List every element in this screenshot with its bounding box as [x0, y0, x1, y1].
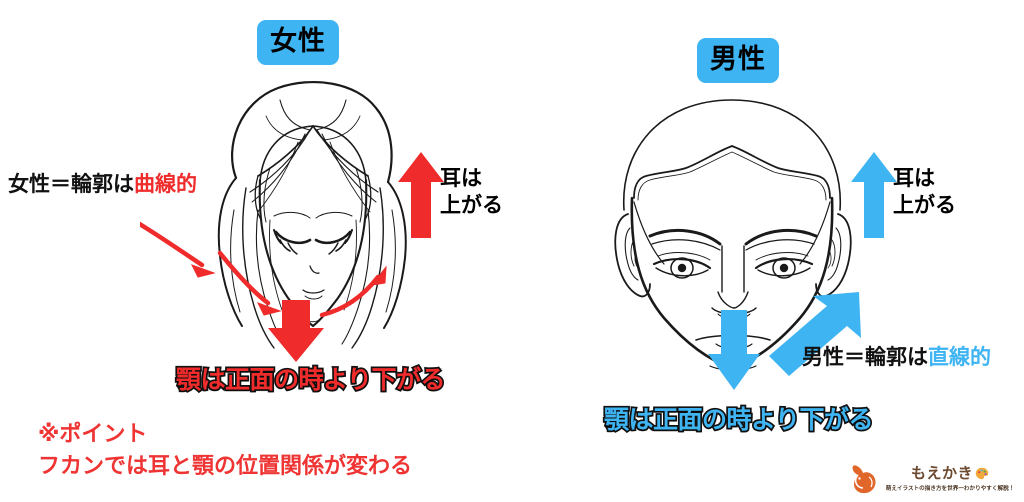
point-note: ※ポイント フカンでは耳と顎の位置関係が変わる — [38, 418, 412, 482]
male-ear-callout-line2: 上がる — [893, 194, 956, 218]
male-contour-callout-black: 男性＝輪郭は — [802, 346, 928, 369]
female-contour-callout-black: 女性＝輪郭は — [8, 173, 134, 196]
site-logo[interactable]: もえかき 萌えイラストの描き方を世界一わかりやすく解説！ — [845, 458, 1017, 500]
male-ear-up-arrow — [851, 152, 897, 238]
female-jaw-caption: 顎は正面の時より下がる — [174, 360, 447, 396]
female-jaw-caption-label: 顎は正面の時より下がる — [174, 364, 447, 395]
female-ear-callout-line1: 耳は — [440, 167, 482, 190]
logo-brand: もえかき — [911, 466, 989, 481]
female-ear-up-arrow — [398, 152, 444, 238]
point-note-line2: フカンでは耳と顎の位置関係が変わる — [38, 452, 413, 478]
badge-male: 男性 — [697, 38, 779, 83]
male-jaw-caption-label: 顎は正面の時より下がる — [602, 404, 875, 435]
palette-icon — [975, 467, 989, 481]
male-contour-diagonal-arrow — [765, 290, 865, 380]
male-contour-callout-accent: 直線的 — [928, 346, 991, 369]
badge-male-label: 男性 — [710, 44, 766, 74]
badge-female: 女性 — [257, 20, 339, 65]
male-jaw-down-arrow — [708, 310, 760, 390]
male-ear-callout: 耳は 上がる — [893, 165, 956, 220]
female-jaw-curve-arrows — [140, 215, 430, 325]
male-contour-callout: 男性＝輪郭は直線的 — [802, 345, 991, 371]
female-ear-callout-line2: 上がる — [440, 194, 503, 218]
female-contour-callout-accent: 曲線的 — [134, 173, 197, 196]
female-contour-callout: 女性＝輪郭は曲線的 — [8, 172, 197, 198]
point-note-line1: ※ポイント — [38, 421, 148, 446]
female-jaw-down-arrow — [268, 300, 324, 362]
badge-female-label: 女性 — [270, 26, 326, 56]
female-ear-callout: 耳は 上がる — [440, 165, 503, 220]
male-jaw-caption: 顎は正面の時より下がる — [602, 400, 875, 436]
logo-brand-label: もえかき — [910, 465, 973, 482]
fox-mascot-icon — [849, 463, 879, 495]
male-ear-callout-line1: 耳は — [893, 167, 935, 190]
logo-tagline: 萌えイラストの描き方を世界一わかりやすく解説！ — [885, 486, 1015, 492]
